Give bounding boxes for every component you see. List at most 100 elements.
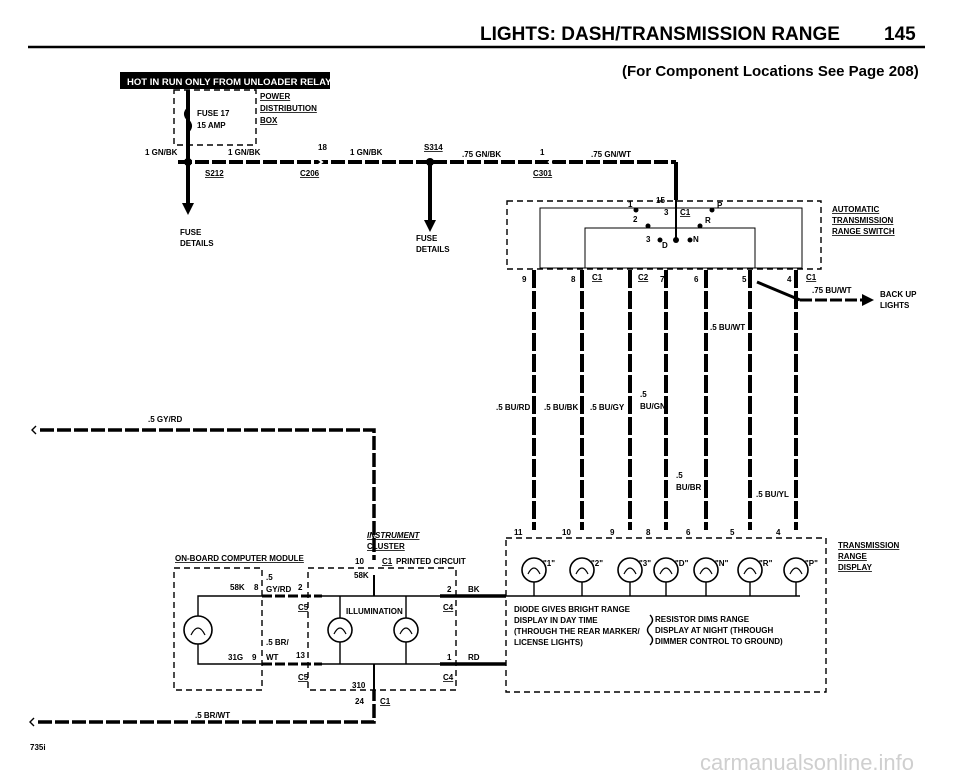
- lamp-filament: [623, 567, 637, 575]
- switch-pin-5: 5: [742, 275, 747, 284]
- arrow-right-icon: [862, 294, 874, 306]
- switch-c1-right: C1: [806, 273, 817, 282]
- wire-label-rd: RD: [468, 653, 480, 662]
- wire-break-icon: [31, 425, 37, 435]
- switch-c1-top: C1: [680, 208, 691, 217]
- pin-1: 1: [540, 148, 545, 157]
- cluster-pin-1: 1: [447, 653, 452, 662]
- display-pin-5: 5: [730, 528, 735, 537]
- switch-contact: [709, 207, 715, 213]
- display-name-3: DISPLAY: [838, 563, 873, 572]
- wire-label-gnbk-mid: 1 GN/BK: [228, 148, 261, 157]
- switch-name-1: AUTOMATIC: [832, 205, 879, 214]
- power-box-label-3: BOX: [260, 116, 278, 125]
- cluster-c5-top: C5: [298, 603, 309, 612]
- switch-pin-3: 3: [664, 208, 669, 217]
- switch-pos-3: 3: [646, 235, 651, 244]
- power-box-label-2: DISTRIBUTION: [260, 104, 317, 113]
- cluster-name-2: CLUSTER: [367, 542, 405, 551]
- page-subtitle: (For Component Locations See Page 208): [622, 63, 919, 80]
- switch-pos-n: N: [693, 235, 699, 244]
- display-pin-6: 6: [686, 528, 691, 537]
- fuse-rating: 15 AMP: [197, 121, 226, 130]
- wire-gyrd: [40, 428, 376, 560]
- wire-label-bk: BK: [468, 585, 480, 594]
- connector-c301-label: C301: [533, 169, 553, 178]
- wire-label-gyrd5: .5 GY/RD: [148, 415, 182, 424]
- fuse-icon: [184, 107, 192, 133]
- display-note-a-1: DIODE GIVES BRIGHT RANGE: [514, 605, 631, 614]
- illumination-bulb-icon: [393, 617, 419, 643]
- wire-label-brwt5: .5 BR/WT: [195, 711, 230, 720]
- switch-contact: [687, 237, 693, 243]
- wire-label-gnwt75: .75 GN/WT: [591, 150, 631, 159]
- gear-label: "D": [675, 559, 689, 568]
- cluster-c4-bottom: C4: [443, 673, 454, 682]
- display-pins: 11"1"10"2"9"3"8"D"6"N"5"R"4"P": [514, 528, 818, 596]
- display-pin-10: 10: [562, 528, 571, 537]
- wire-label-gnbk-right: 1 GN/BK: [350, 148, 383, 157]
- gear-label: "2": [591, 559, 603, 568]
- lamp-filament: [527, 567, 541, 575]
- bulb-filament: [399, 627, 413, 635]
- hot-label: HOT IN RUN ONLY FROM UNLOADER RELAY K5: [127, 77, 347, 88]
- wire-backup-diag: [756, 280, 801, 302]
- arrow-down-icon: [182, 203, 194, 215]
- page-title: LIGHTS: DASH/TRANSMISSION RANGE: [480, 24, 840, 45]
- switch-contact: [673, 237, 679, 243]
- wire-label-bugn-b: BU/GN: [640, 402, 666, 411]
- fuse-details-mid-b: DETAILS: [416, 245, 450, 254]
- gear-label: "R": [759, 559, 773, 568]
- obc-name: ON-BOARD COMPUTER MODULE: [175, 554, 305, 563]
- switch-pin-7: 7: [660, 275, 665, 284]
- cluster-pin-10: 10: [355, 557, 364, 566]
- wire-label-burd5: .5 BU/RD: [496, 403, 530, 412]
- connector-c206: [315, 156, 324, 168]
- range-display-box: [505, 537, 827, 693]
- obc-br: .5 BR/: [266, 638, 289, 647]
- obc-pin-9: 9: [252, 653, 257, 662]
- illumination-bulb-icon: [327, 617, 353, 643]
- bulb-filament: [333, 627, 347, 635]
- lamp-filament: [699, 567, 713, 575]
- backup-label-1: BACK UP: [880, 290, 917, 299]
- wire-label-bugy5: .5 BU/GY: [590, 403, 625, 412]
- power-box-label-1: POWER: [260, 92, 290, 101]
- switch-pos-15: 15: [656, 196, 665, 205]
- switch-pin-8: 8: [571, 275, 576, 284]
- display-pin-4: 4: [776, 528, 781, 537]
- display-note-a-2: DISPLAY IN DAY TIME: [514, 616, 598, 625]
- fuse-name: FUSE 17: [197, 109, 230, 118]
- switch-track-inner: [584, 227, 756, 269]
- arrow-down-icon: [424, 220, 436, 232]
- switch-pin-9: 9: [522, 275, 527, 284]
- gear-label: "3": [639, 559, 651, 568]
- fuse-details-left-b: DETAILS: [180, 239, 214, 248]
- pin-18: 18: [318, 143, 327, 152]
- cluster-58k: 58K: [354, 571, 369, 580]
- switch-name-2: TRANSMISSION: [832, 216, 894, 225]
- obc-lead-bottom: [197, 644, 262, 665]
- wire-label-gnbk75: .75 GN/BK: [462, 150, 501, 159]
- display-note-a-3: (THROUGH THE REAR MARKER/: [514, 627, 641, 636]
- switch-pos-p: P: [717, 201, 723, 210]
- watermark: carmanualsonline.info: [700, 750, 914, 775]
- lamp-filament: [659, 567, 673, 575]
- page-number: 145: [884, 24, 916, 45]
- switch-pos-1: 1: [628, 200, 633, 209]
- cluster-pin-24: 24: [355, 697, 364, 706]
- display-name-2: RANGE: [838, 552, 868, 561]
- footer-model: 735i: [30, 743, 46, 752]
- display-pin-8: 8: [646, 528, 651, 537]
- switch-track-outer: [539, 207, 803, 269]
- cluster-c1-bottom: C1: [380, 697, 391, 706]
- obc-box: [173, 567, 263, 691]
- obc-p13: 13: [296, 651, 305, 660]
- switch-pin-6: 6: [694, 275, 699, 284]
- power-distribution-box: [173, 89, 257, 146]
- lamp-filament: [789, 567, 803, 575]
- wire-label-buwt75: .75 BU/WT: [812, 286, 852, 295]
- obc-p2: 2: [298, 583, 303, 592]
